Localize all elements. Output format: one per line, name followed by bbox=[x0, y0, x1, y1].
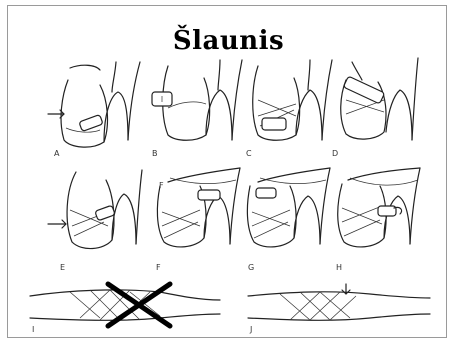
panel-h bbox=[338, 168, 420, 247]
panel-label-g: G bbox=[248, 263, 254, 272]
panel-label-f: F bbox=[156, 263, 161, 272]
panel-b bbox=[152, 60, 242, 140]
panel-f: F bbox=[157, 168, 240, 247]
panel-label-j: J bbox=[249, 325, 252, 334]
panel-label-c: C bbox=[246, 149, 252, 158]
panel-i: I bbox=[30, 284, 220, 334]
panel-g bbox=[247, 168, 330, 247]
svg-text:F: F bbox=[159, 181, 164, 190]
panel-label-d: D bbox=[332, 149, 338, 158]
panel-label-i: I bbox=[32, 325, 34, 334]
panel-j: J bbox=[248, 284, 430, 334]
panel-e bbox=[48, 170, 142, 249]
panel-label-h: H bbox=[336, 263, 342, 272]
panel-a bbox=[48, 62, 140, 147]
panel-label-b: B bbox=[152, 149, 158, 158]
panel-d bbox=[341, 58, 418, 140]
panel-c bbox=[253, 60, 332, 140]
panel-label-a: A bbox=[54, 149, 60, 158]
panel-label-e: E bbox=[60, 263, 65, 272]
